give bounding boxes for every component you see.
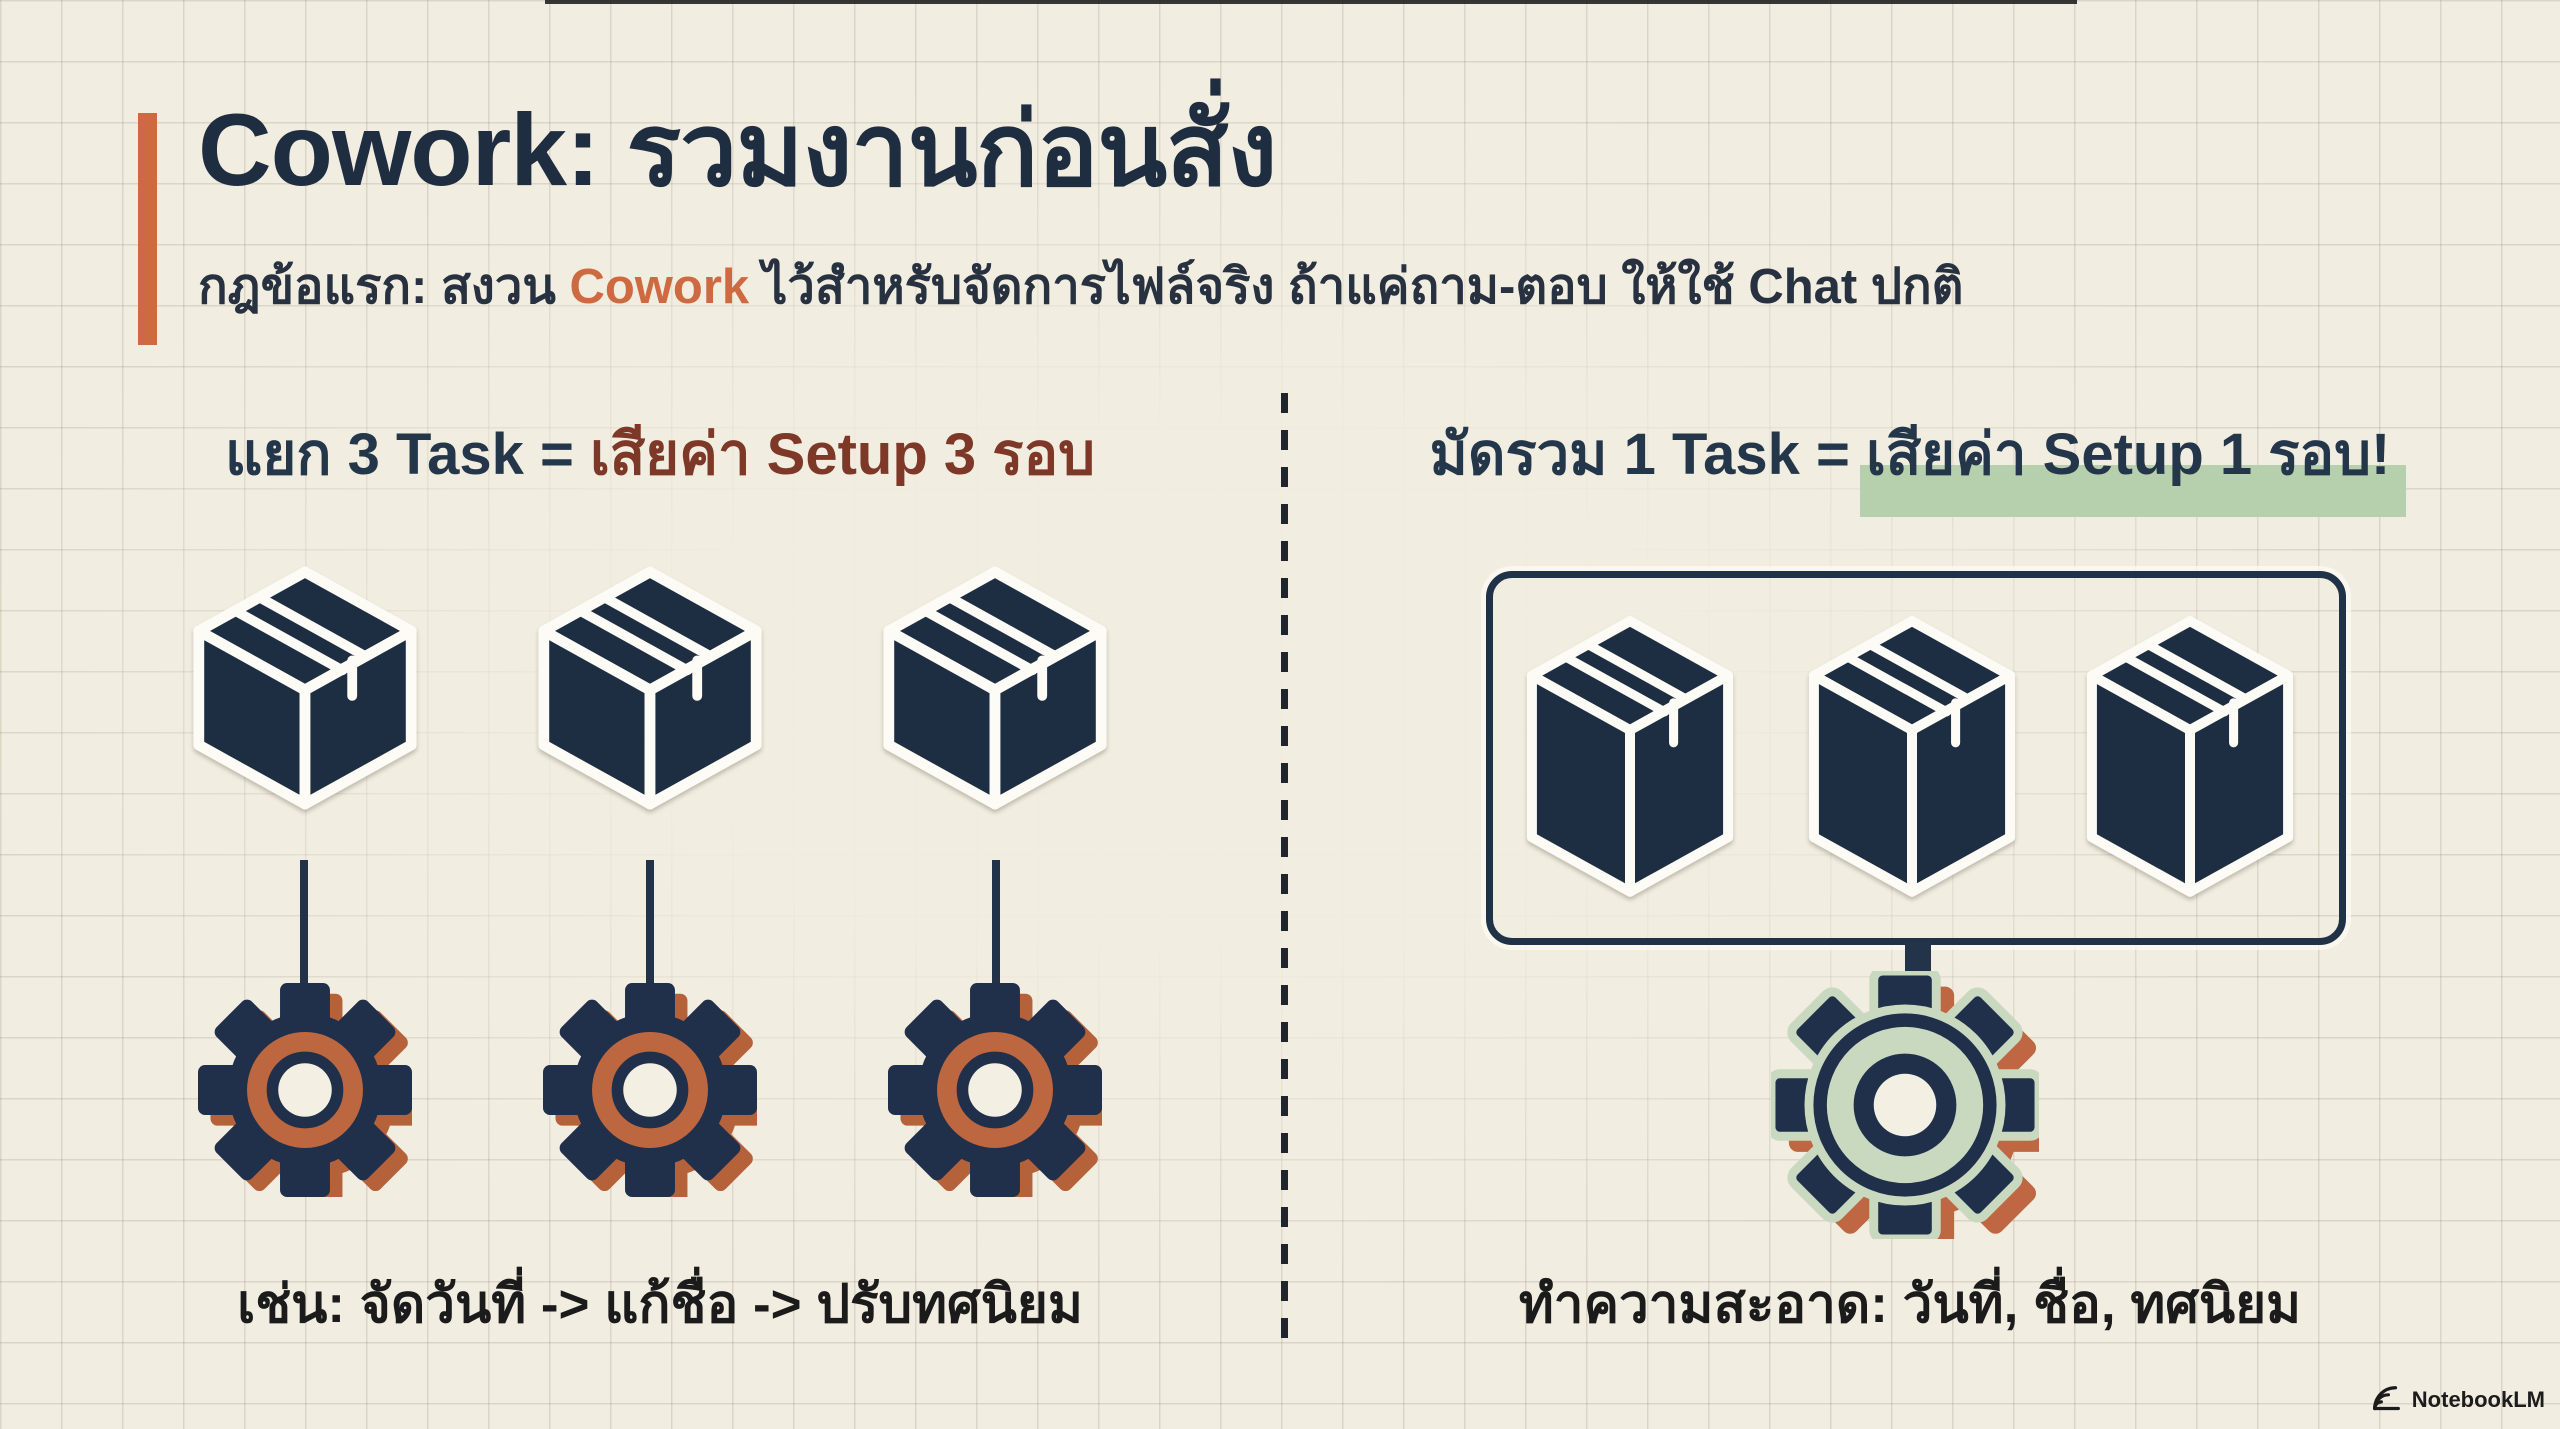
package-box-icon [1521, 612, 1739, 899]
gear-icon [198, 983, 412, 1197]
package-box-icon [877, 562, 1113, 814]
left-caption: เช่น: จัดวันที่ -> แก้ชื่อ -> ปรับทศนิยม [237, 1275, 1083, 1334]
page-subtitle: กฎข้อแรก: สงวน Cowork ไว้สำหรับจัดการไฟล… [198, 252, 1963, 323]
gear-icon [888, 983, 1102, 1197]
single-gear-icon [1771, 971, 2039, 1239]
title-accent-bar [138, 113, 157, 345]
footer-brand: NotebookLM [2370, 1383, 2545, 1417]
top-edge-line [545, 0, 2077, 4]
subtitle-prefix: กฎข้อแรก: สงวน [198, 260, 570, 314]
gear-icon [543, 983, 757, 1197]
right-heading-highlighted: เสียค่า Setup 1 รอบ! [1865, 422, 2391, 487]
right-heading-plain: มัดรวม 1 Task = [1429, 422, 1866, 487]
notebooklm-logo-icon [2372, 1386, 2400, 1411]
subtitle-suffix: ไว้สำหรับจัดการไฟล์จริง ถ้าแค่ถาม-ตอบ ให… [749, 260, 1964, 314]
brand-label: NotebookLM [2411, 1387, 2545, 1412]
package-box-icon [1803, 612, 2021, 899]
package-box-icon [532, 562, 768, 814]
left-heading-plain: แยก 3 Task = [224, 422, 590, 487]
right-panel-heading: มัดรวม 1 Task = เสียค่า Setup 1 รอบ! [1330, 416, 2490, 494]
package-box-icon [2081, 612, 2299, 899]
column-divider-dashed [1281, 393, 1288, 1343]
left-heading-accent: เสียค่า Setup 3 รอบ [589, 422, 1096, 487]
page-title: Cowork: รวมงานก่อนสั่ง [198, 93, 1277, 207]
left-panel-heading: แยก 3 Task = เสียค่า Setup 3 รอบ [120, 416, 1200, 494]
right-caption: ทำความสะอาด: วันที่, ชื่อ, ทศนิยม [1518, 1275, 2302, 1334]
subtitle-cowork-accent: Cowork [569, 260, 750, 314]
package-box-icon [187, 562, 423, 814]
